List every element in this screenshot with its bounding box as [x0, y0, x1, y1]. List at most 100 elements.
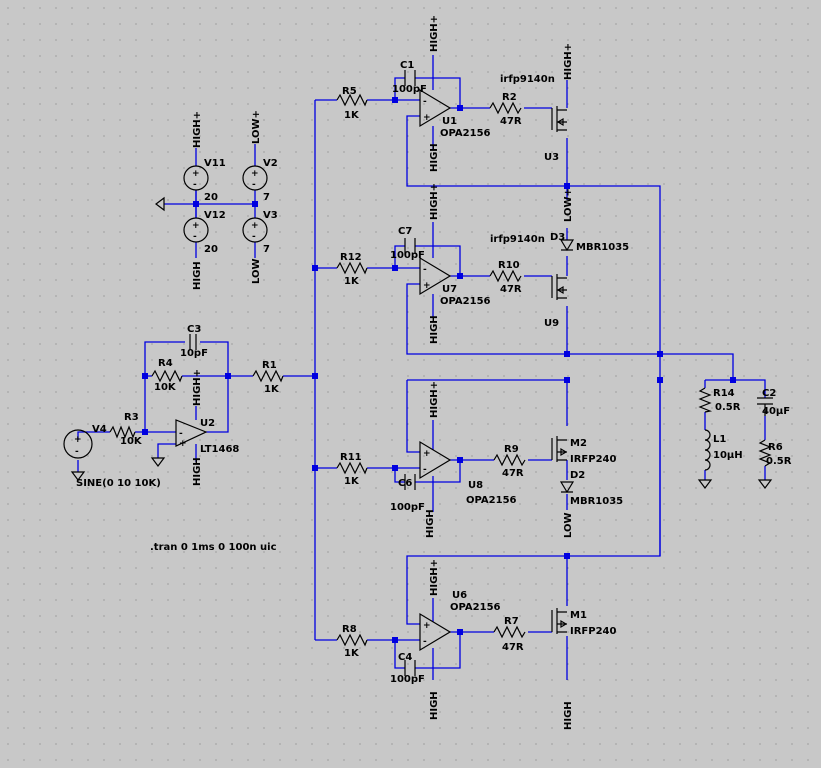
net-high-u8: HIGH: [425, 509, 436, 538]
label-u2: U2: [200, 418, 215, 429]
opamp-u1[interactable]: -+: [419, 88, 452, 128]
voltage-source-v12[interactable]: +-: [183, 217, 209, 243]
svg-text:-: -: [423, 97, 427, 107]
resistor-r4[interactable]: [151, 369, 183, 383]
value-d2: MBR1035: [570, 496, 623, 507]
resistor-r9[interactable]: [493, 453, 526, 467]
value-r9: 47R: [502, 468, 524, 479]
svg-text:+: +: [192, 221, 200, 231]
value-u8: OPA2156: [466, 495, 517, 506]
svg-text:-: -: [423, 637, 427, 647]
svg-text:-: -: [423, 465, 427, 475]
resistor-r8[interactable]: [336, 633, 368, 647]
resistor-r12[interactable]: [336, 261, 368, 275]
net-high-u7: HIGH: [429, 315, 440, 344]
opamp-u7[interactable]: -+: [419, 256, 452, 296]
mosfet-u3[interactable]: [551, 106, 567, 132]
label-u8: U8: [468, 480, 483, 491]
capacitor-c3[interactable]: [189, 334, 197, 350]
value-r2: 47R: [500, 116, 522, 127]
net-low-d2: LOW: [563, 512, 574, 538]
tran-directive: .tran 0 1ms 0 100n uic: [150, 542, 277, 553]
label-u7: U7: [442, 284, 457, 295]
voltage-source-v11[interactable]: +-: [183, 165, 209, 191]
value-u6: OPA2156: [450, 602, 501, 613]
mosfet-m1[interactable]: [551, 608, 568, 634]
label-u9: U9: [544, 318, 559, 329]
voltage-source-v4[interactable]: +-: [63, 429, 93, 459]
label-r8: R8: [342, 624, 357, 635]
value-r5: 1K: [344, 110, 360, 121]
net-labels: HIGH+ HIGH HIGH+ LOW+ HIGH+ HIGH HIGH+ H…: [192, 15, 574, 730]
opamp-u8[interactable]: +-: [419, 440, 452, 480]
voltage-source-v3[interactable]: +-: [242, 217, 268, 243]
opamp-u6[interactable]: +-: [419, 612, 452, 652]
label-v4: V4: [92, 424, 107, 435]
label-v12: V12: [204, 210, 226, 221]
mosfet-m2[interactable]: [551, 436, 568, 462]
value-v3: 7: [263, 244, 270, 255]
resistor-r7[interactable]: [493, 625, 526, 639]
value-c4: 100pF: [390, 674, 425, 685]
label-c7: C7: [398, 226, 412, 237]
resistor-r10[interactable]: [489, 269, 522, 283]
resistor-r5[interactable]: [336, 93, 368, 107]
svg-text:+: +: [251, 169, 259, 179]
capacitor-c2[interactable]: [757, 397, 773, 416]
resistor-r11[interactable]: [336, 461, 368, 475]
svg-text:+: +: [423, 281, 431, 291]
value-v4: SINE(0 10 10K): [76, 478, 161, 489]
value-v12: 20: [204, 244, 218, 255]
label-d3: D3: [550, 232, 565, 243]
resistor-r6[interactable]: [758, 439, 772, 467]
svg-text:+: +: [179, 439, 187, 449]
value-m2: IRFP240: [570, 454, 616, 465]
net-high-plus-u8: HIGH+: [429, 381, 440, 418]
opamp-u2[interactable]: -+: [175, 419, 208, 449]
resistor-r14[interactable]: [698, 387, 713, 413]
net-high-plus-v11: HIGH+: [192, 111, 203, 148]
resistor-r1[interactable]: [252, 369, 284, 383]
resistor-r2[interactable]: [489, 101, 522, 115]
svg-text:-: -: [252, 232, 256, 242]
capacitor-c4[interactable]: [404, 660, 416, 676]
svg-text:-: -: [252, 180, 256, 190]
value-r10: 47R: [500, 284, 522, 295]
label-c6: C6: [398, 478, 412, 489]
diode-d3[interactable]: [559, 239, 575, 252]
label-r14: R14: [713, 388, 735, 399]
value-u3: irfp9140n: [500, 74, 555, 85]
label-r10: R10: [498, 260, 520, 271]
capacitor-c6[interactable]: [404, 474, 416, 490]
value-c1: 100pF: [392, 84, 427, 95]
net-high-m1: HIGH: [563, 701, 574, 730]
value-r4: 10K: [154, 382, 177, 393]
mosfet-u9[interactable]: [551, 274, 567, 300]
value-r14: 0.5R: [715, 402, 741, 413]
voltage-source-v2[interactable]: +-: [242, 165, 268, 191]
capacitor-c1[interactable]: [404, 70, 416, 86]
svg-text:+: +: [423, 621, 431, 631]
svg-text:+: +: [251, 221, 259, 231]
label-c3: C3: [187, 324, 201, 335]
inductor-l1[interactable]: [704, 429, 711, 471]
label-v2: V2: [263, 158, 278, 169]
label-c2: C2: [762, 388, 776, 399]
value-r8: 1K: [344, 648, 360, 659]
svg-text:+: +: [192, 169, 200, 179]
net-high-plus-u2: HIGH+: [192, 369, 203, 406]
resistor-r3[interactable]: [109, 425, 136, 439]
svg-text:-: -: [179, 429, 183, 439]
junction-dots: [142, 97, 736, 643]
label-v3: V3: [263, 210, 278, 221]
value-v2: 7: [263, 192, 270, 203]
capacitor-c7[interactable]: [404, 238, 416, 254]
label-u3: U3: [544, 152, 559, 163]
net-high-plus-u3: HIGH+: [563, 43, 574, 80]
value-c7: 100pF: [390, 250, 425, 261]
diode-d2[interactable]: [559, 481, 575, 494]
value-r7: 47R: [502, 642, 524, 653]
value-c3: 10pF: [180, 348, 208, 359]
svg-text:+: +: [74, 435, 82, 445]
net-low-plus-d3: LOW+: [563, 188, 574, 222]
